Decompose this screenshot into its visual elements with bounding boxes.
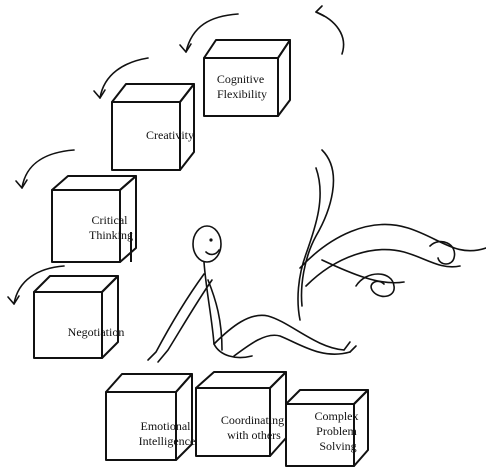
curved-arrow-icon [315, 11, 345, 55]
cube-label-line: Cognitive [217, 72, 264, 86]
cube-label: Critical Thinking [89, 213, 133, 242]
flourish-stroke [305, 248, 461, 287]
cube-label-line: Solving [319, 439, 356, 453]
curved-arrow-icon [13, 265, 65, 305]
cube-label: Creativity [146, 128, 194, 142]
figure-head [192, 225, 222, 263]
figure-leg [213, 314, 345, 351]
cube-front-face [33, 291, 103, 359]
cube-label-line: Complex [315, 409, 359, 423]
cube-label-line: with others [227, 428, 281, 442]
cube-label-line: Intelligence [139, 434, 196, 448]
cube-label: Complex Problem Solving [315, 409, 362, 453]
cube-label: Emotional Intelligence [139, 419, 196, 448]
curved-arrow-icon [93, 89, 106, 99]
figure-arm-right [207, 279, 223, 351]
figure-arm-left [147, 273, 205, 361]
cube-side-face [101, 275, 119, 359]
cube-label-line: Negotiation [68, 325, 125, 339]
curved-arrow-icon [21, 149, 75, 189]
cube-label-line: Critical [92, 213, 129, 227]
sitting-stick-figure-icon [147, 225, 357, 363]
swirl-flourish-icon [297, 149, 486, 321]
flourish-stroke [297, 167, 321, 321]
flow-arrows [7, 5, 345, 305]
cube-front-face [51, 189, 121, 263]
cube-label: Negotiation [68, 325, 125, 339]
cube-front-face [203, 57, 279, 117]
cube-front-face [111, 101, 181, 171]
cube-coordinating-with-others: Coordinating with others [195, 371, 287, 457]
flourish-stroke [299, 223, 486, 269]
figure-leg [233, 334, 351, 357]
curved-arrow-icon [7, 295, 20, 305]
cube-negotiation: Negotiation [33, 275, 125, 359]
cube-label-line: Creativity [146, 128, 194, 142]
cube-complex-problem-solving: Complex Problem Solving [285, 389, 369, 467]
curved-arrow-icon [179, 43, 192, 53]
cube-label-line: Emotional [141, 419, 192, 433]
figure-smile [205, 249, 220, 256]
cube-side-face [179, 83, 195, 171]
flourish-stroke [300, 149, 335, 307]
cube-label-line: Problem [316, 424, 357, 438]
cube-label-line: Coordinating [221, 413, 284, 427]
figure-body [203, 261, 253, 359]
cube-label: Coordinating with others [221, 413, 287, 442]
cube-front-face [105, 391, 177, 461]
cube-emotional-intelligence: Emotional Intelligence [105, 373, 196, 461]
cube-top-face [203, 39, 291, 59]
cube-creativity: Creativity [111, 83, 195, 171]
curved-arrow-icon [99, 57, 149, 99]
cube-cognitive-flexibility: Cognitive Flexibility [203, 39, 291, 117]
cube-label: Cognitive Flexibility [217, 72, 267, 101]
curved-arrow-icon [185, 13, 239, 53]
figure-eye [209, 238, 213, 242]
flourish-spiral [355, 273, 395, 298]
cube-side-face [277, 39, 291, 117]
cube-label-line: Flexibility [217, 87, 267, 101]
figure-arm-left [157, 279, 213, 363]
curved-arrow-icon [15, 179, 28, 189]
cube-front-face [285, 403, 355, 467]
curved-arrow-icon [315, 5, 325, 17]
figure-foot [343, 341, 357, 353]
cube-critical-thinking: Critical Thinking [51, 175, 137, 263]
cube-label-line: Thinking [89, 228, 133, 242]
flourish-spiral [429, 240, 456, 265]
cube-front-face [195, 387, 271, 457]
